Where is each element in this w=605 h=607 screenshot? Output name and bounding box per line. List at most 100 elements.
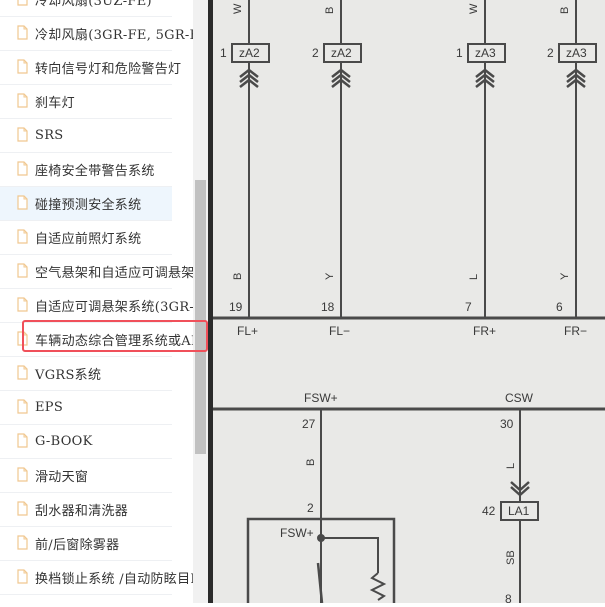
sidebar-item-label: SRS: [35, 128, 64, 143]
connector-arrow-icon: [566, 68, 586, 78]
sidebar-item-label: 冷却风扇(3GR-FE, 5GR-FE): [35, 28, 193, 43]
sidebar-item[interactable]: 冷却风扇(3GR-FE, 5GR-FE): [0, 17, 193, 51]
connector-arrow-icon: [510, 481, 530, 492]
wire-color-bottom: L: [468, 274, 480, 280]
sidebar-item-label: 车辆动态综合管理系统或ABS: [35, 334, 193, 349]
sidebar-item[interactable]: 滑动天窗: [0, 459, 172, 493]
connector-arrow-icon: [331, 78, 351, 88]
sidebar-item[interactable]: 空气悬架和自适应可调悬架: [0, 255, 193, 289]
connector-arrow-icon: [239, 78, 259, 88]
sidebar-item-label: G-BOOK: [35, 434, 93, 449]
sidebar-item[interactable]: G-BOOK: [0, 425, 172, 459]
resistor-wire: [321, 537, 379, 573]
connector-arrow-icon: [331, 73, 351, 83]
terminal-label: FL+: [237, 324, 258, 338]
fsw-wire-color: B: [305, 459, 317, 466]
sidebar-item-label: 座椅安全带警告系统: [35, 164, 155, 179]
sidebar-item-label: 自适应前照灯系统: [35, 232, 142, 247]
sidebar-item-label: VGRS系统: [35, 368, 102, 383]
sidebar-item-label: 冷却风扇(3UZ-FE): [35, 0, 152, 9]
terminal-label: FR+: [473, 324, 496, 338]
wire-color-top: B: [324, 7, 336, 14]
file-icon: [17, 467, 28, 482]
connector-label: zA3: [475, 46, 496, 60]
terminal-label: FL−: [329, 324, 350, 338]
sidebar-item-label: 自适应可调悬架系统(3GR-FE): [35, 300, 193, 315]
sidebar-item-label: 前/后窗除雾器: [35, 538, 120, 553]
sidebar-item[interactable]: 自适应前照灯系统: [0, 221, 172, 255]
connector-box: [558, 43, 597, 63]
file-icon: [17, 501, 28, 516]
terminal-pin: 18: [321, 300, 335, 314]
wire-color-top: W: [468, 3, 480, 14]
connector-label: zA2: [239, 46, 260, 60]
file-icon: [17, 229, 28, 244]
sidebar-item[interactable]: 刮水器和清洗器: [0, 493, 172, 527]
sidebar-item-label: 碰撞预测安全系统: [35, 198, 142, 213]
csw-wire-color-2: SB: [505, 550, 517, 565]
highlight-box: [22, 320, 208, 352]
sidebar-item[interactable]: 自适应可调悬架系统(3GR-FE): [0, 289, 193, 323]
file-icon: [17, 399, 28, 414]
file-icon: [17, 25, 28, 40]
sidebar-item-label: 滑动天窗: [35, 470, 89, 485]
fsw-pin: 27: [302, 417, 316, 431]
file-icon: [17, 0, 28, 6]
connector-pin: 1: [456, 46, 463, 60]
file-icon: [17, 365, 28, 380]
connector-arrow-icon: [475, 78, 495, 88]
sidebar-item[interactable]: 刹车灯: [0, 85, 172, 119]
sidebar-item-label: 空气悬架和自适应可调悬架: [35, 266, 193, 281]
fsw-switch-pin: 2: [307, 501, 314, 515]
sidebar-item[interactable]: 冷却风扇(3UZ-FE): [0, 0, 172, 17]
connector-pin: 2: [312, 46, 319, 60]
sidebar-list: 冷却风扇(3UZ-FE) 冷却风扇(3GR-FE, 5GR-FE) 转向信号灯和危险…: [0, 0, 193, 603]
file-icon: [17, 569, 28, 584]
terminal-pin: 7: [465, 300, 472, 314]
wire-color-top: B: [559, 7, 571, 14]
csw-pin-2: 8: [505, 592, 512, 603]
sidebar-item[interactable]: EPS: [0, 391, 172, 425]
sidebar-item[interactable]: 换档锁止系统 /自动防眩目EC: [0, 561, 193, 595]
file-icon: [17, 433, 28, 448]
connector-arrow-icon: [510, 486, 530, 497]
file-icon: [17, 93, 28, 108]
csw-conn-pin: 42: [482, 504, 496, 518]
connector-arrow-icon: [475, 73, 495, 83]
sidebar-scrollbar[interactable]: [193, 0, 208, 603]
csw-wire-color: L: [505, 463, 517, 469]
pane-divider[interactable]: [208, 0, 213, 603]
sidebar-item-label: 换档锁止系统 /自动防眩目EC: [35, 572, 193, 587]
sidebar-item-label: EPS: [35, 400, 64, 415]
sidebar-item[interactable]: 转向信号灯和危险警告灯: [0, 51, 181, 85]
connector-arrow-icon: [566, 73, 586, 83]
connector-label: zA3: [566, 46, 587, 60]
sidebar-item[interactable]: 前/后窗除雾器: [0, 527, 172, 561]
sidebar-item[interactable]: 碰撞预测安全系统: [0, 187, 172, 221]
connector-box: [231, 43, 270, 63]
connector-arrow-icon: [239, 68, 259, 78]
sidebar-item-label: 刹车灯: [35, 96, 75, 111]
connector-label: zA2: [331, 46, 352, 60]
csw-pin: 30: [500, 417, 514, 431]
connector-label: LA1: [508, 504, 530, 518]
file-icon: [17, 161, 28, 176]
file-icon: [17, 59, 28, 74]
file-icon: [17, 535, 28, 550]
resistor-icon: [369, 572, 387, 601]
scrollbar-thumb[interactable]: [195, 180, 206, 454]
sidebar-item[interactable]: SRS: [0, 119, 172, 153]
connector-arrow-icon: [239, 73, 259, 83]
connector-arrow-icon: [566, 78, 586, 88]
file-icon: [17, 297, 28, 312]
sidebar-item[interactable]: VGRS系统: [0, 357, 172, 391]
connector-arrow-icon: [331, 68, 351, 78]
file-icon: [17, 127, 28, 142]
sidebar-item[interactable]: 座椅安全带警告系统: [0, 153, 172, 187]
connector-box: [467, 43, 506, 63]
switch-label: FSW+: [280, 526, 314, 540]
wiring-diagram-svg: WzA21B19FL+BzA22Y18FL−WzA31L7FR+BzA32Y6F…: [213, 0, 605, 607]
switch-box: [246, 517, 396, 607]
connector-box: [500, 501, 539, 521]
